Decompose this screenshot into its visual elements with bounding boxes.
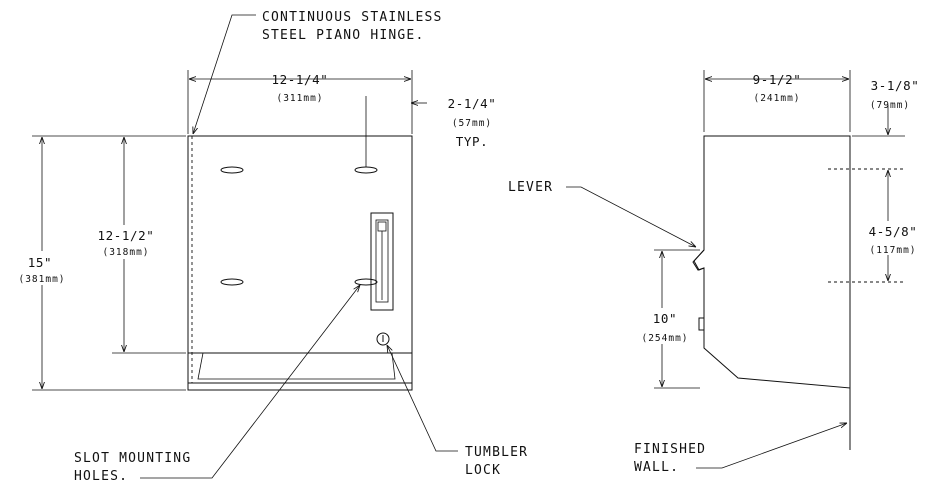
slot-hole — [354, 166, 378, 174]
front-view: 12-1/4" (311mm) 2-1/4" (57mm) TYP. 12-1/… — [18, 10, 528, 484]
width-metric: (311mm) — [276, 93, 323, 104]
offset-note: TYP. — [456, 134, 489, 149]
tumbler-lock-icon — [376, 332, 390, 346]
overall-height-imperial: 15" — [28, 255, 52, 270]
sight-window-indicator — [377, 221, 387, 232]
cabinet-outline — [187, 135, 413, 391]
offset-imperial: 2-1/4" — [448, 96, 497, 111]
width-imperial: 12-1/4" — [272, 72, 329, 87]
slot-hole — [220, 166, 244, 174]
depth-metric: (241mm) — [753, 93, 800, 104]
slot-leader — [140, 285, 360, 479]
depth-imperial: 9-1/2" — [753, 72, 802, 87]
slot-spacing-metric: (117mm) — [869, 245, 916, 256]
wall-leader — [696, 423, 847, 469]
side-view: 9-1/2" (241mm) 3-1/8" (79mm) 4-5/8" (117… — [508, 70, 922, 475]
wall-label-line2: WALL. — [634, 460, 679, 475]
slot-hole — [220, 278, 244, 286]
overall-height-metric: (381mm) — [18, 274, 65, 285]
offset-metric: (57mm) — [452, 118, 492, 129]
slot-label-line2: HOLES. — [74, 469, 128, 484]
top-offset-imperial: 3-1/8" — [871, 78, 920, 93]
lever-leader — [566, 186, 696, 247]
wall-label-line1: FINISHED — [634, 442, 706, 457]
lock-label-line1: TUMBLER — [465, 445, 528, 460]
inner-height-metric: (318mm) — [102, 247, 149, 258]
lock-label-line2: LOCK — [465, 463, 501, 478]
lever — [693, 249, 705, 271]
lever-label: LEVER — [508, 180, 553, 195]
hinge-label-line1: CONTINUOUS STAINLESS — [262, 10, 443, 25]
hinge-label-line2: STEEL PIANO HINGE. — [262, 28, 424, 43]
slot-label-line1: SLOT MOUNTING — [74, 451, 191, 466]
top-offset-metric: (79mm) — [870, 100, 910, 111]
lever-height-imperial: 10" — [653, 311, 677, 326]
slot-hole — [354, 278, 378, 286]
hinge-leader — [193, 14, 256, 134]
lock-leader — [387, 345, 458, 452]
sight-window-inner — [375, 219, 389, 303]
side-body-outline — [692, 135, 851, 389]
slot-spacing-imperial: 4-5/8" — [869, 224, 918, 239]
latch — [698, 317, 704, 331]
sight-window-outer — [370, 212, 394, 311]
lever-height-metric: (254mm) — [641, 333, 688, 344]
towel-opening — [197, 352, 396, 380]
inner-height-imperial: 12-1/2" — [98, 228, 155, 243]
